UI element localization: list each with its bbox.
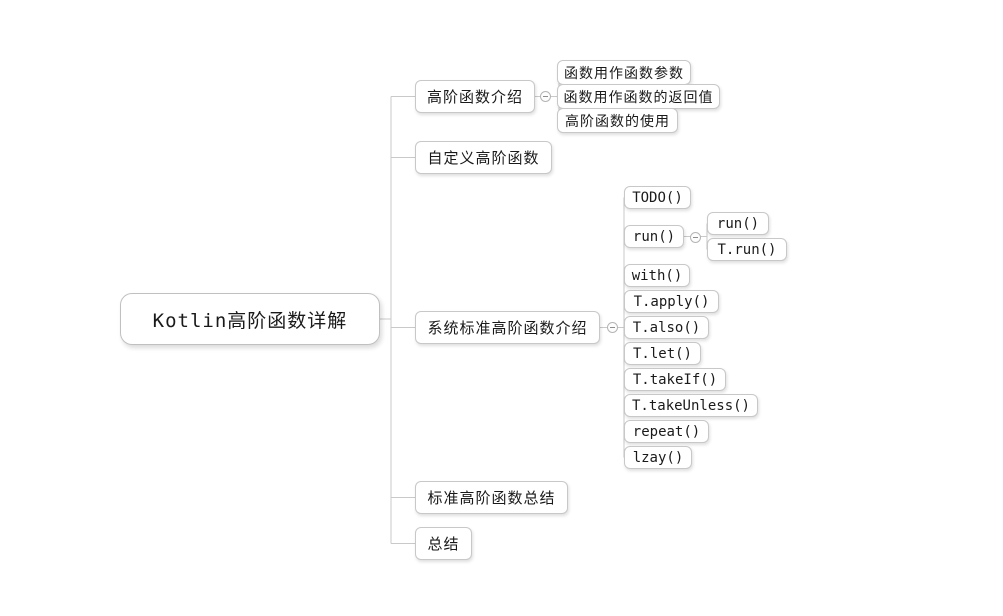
- branch-node-总结[interactable]: 总结: [415, 527, 472, 560]
- child-node-repeat[interactable]: repeat(): [624, 420, 709, 443]
- child-node-talso[interactable]: T.also(): [624, 316, 709, 339]
- child-node-函数用作函数参数[interactable]: 函数用作函数参数: [557, 60, 691, 85]
- grandchild-node-trun[interactable]: T.run(): [707, 238, 787, 261]
- branch-node-系统标准高阶函数介绍[interactable]: 系统标准高阶函数介绍: [415, 311, 600, 344]
- branch-node-标准高阶函数总结[interactable]: 标准高阶函数总结: [415, 481, 568, 514]
- child-node-高阶函数的使用[interactable]: 高阶函数的使用: [557, 108, 678, 133]
- child-node-tlet[interactable]: T.let(): [624, 342, 701, 365]
- child-node-ttakeunless[interactable]: T.takeUnless(): [624, 394, 758, 417]
- child-node-ttakeif[interactable]: T.takeIf(): [624, 368, 726, 391]
- child-node-tapply[interactable]: T.apply(): [624, 290, 719, 313]
- grandchild-node-run[interactable]: run(): [707, 212, 769, 235]
- collapse-toggle-gaojie-jieshao[interactable]: [540, 91, 551, 102]
- branch-node-高阶函数介绍[interactable]: 高阶函数介绍: [415, 80, 535, 113]
- child-node-run[interactable]: run(): [624, 225, 684, 248]
- collapse-toggle-run[interactable]: [690, 232, 701, 243]
- collapse-toggle-xitong-biaozhun[interactable]: [607, 322, 618, 333]
- child-node-函数用作函数的返回值[interactable]: 函数用作函数的返回值: [557, 84, 720, 109]
- child-node-lzay[interactable]: lzay(): [624, 446, 692, 469]
- child-node-todo[interactable]: TODO(): [624, 186, 691, 209]
- branch-node-自定义高阶函数[interactable]: 自定义高阶函数: [415, 141, 552, 174]
- root-node[interactable]: Kotlin高阶函数详解: [120, 293, 380, 345]
- child-node-with[interactable]: with(): [624, 264, 690, 287]
